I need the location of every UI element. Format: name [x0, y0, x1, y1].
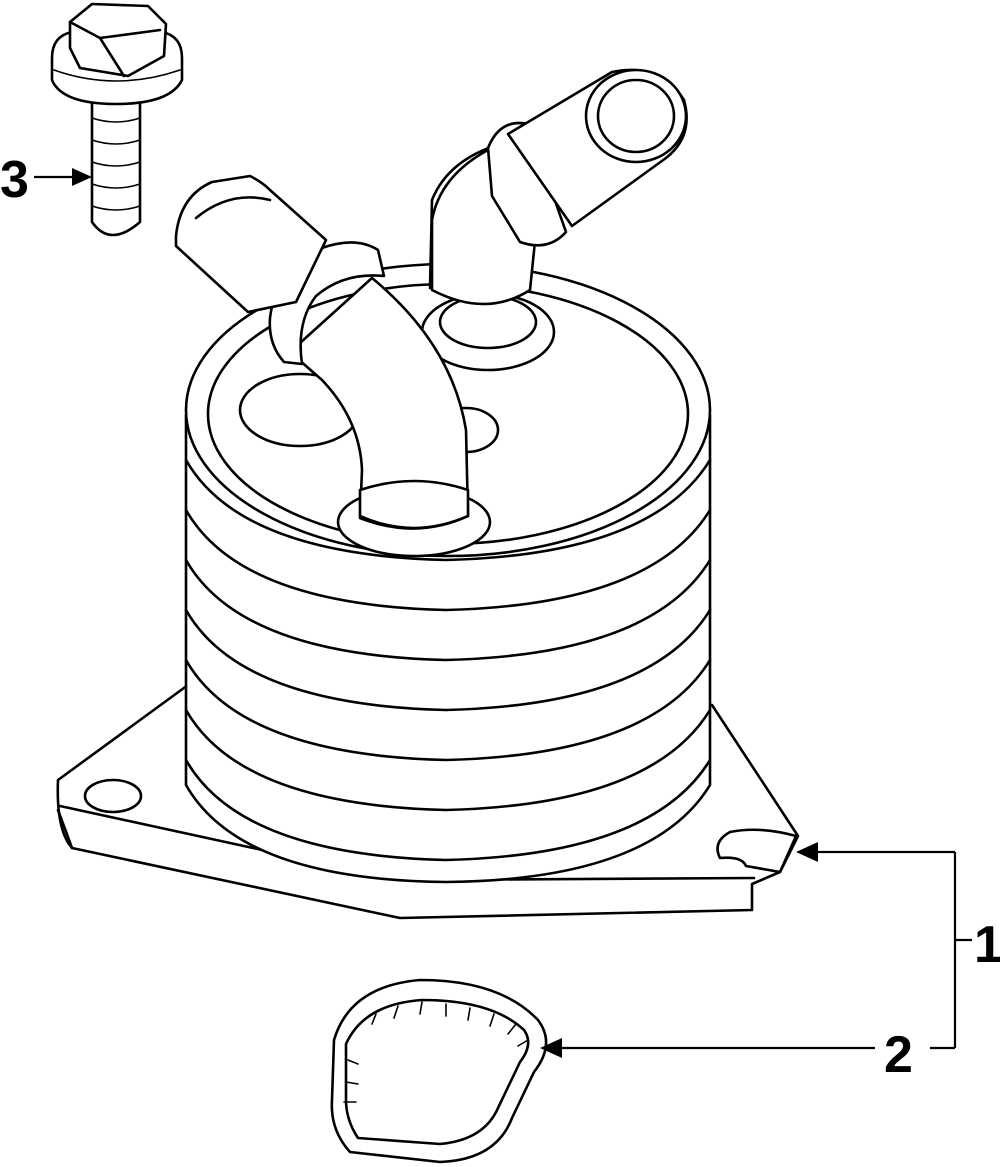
gasket-part[interactable]	[330, 978, 548, 1164]
callout-label-gasket: 2	[884, 1026, 913, 1084]
callout-leaders	[34, 168, 972, 1058]
callout-label-bolt: 3	[0, 151, 29, 209]
oil-cooler-part[interactable]	[56, 68, 800, 920]
bolt-part[interactable]	[50, 2, 184, 237]
callout-label-oil-cooler: 1	[974, 916, 1000, 974]
